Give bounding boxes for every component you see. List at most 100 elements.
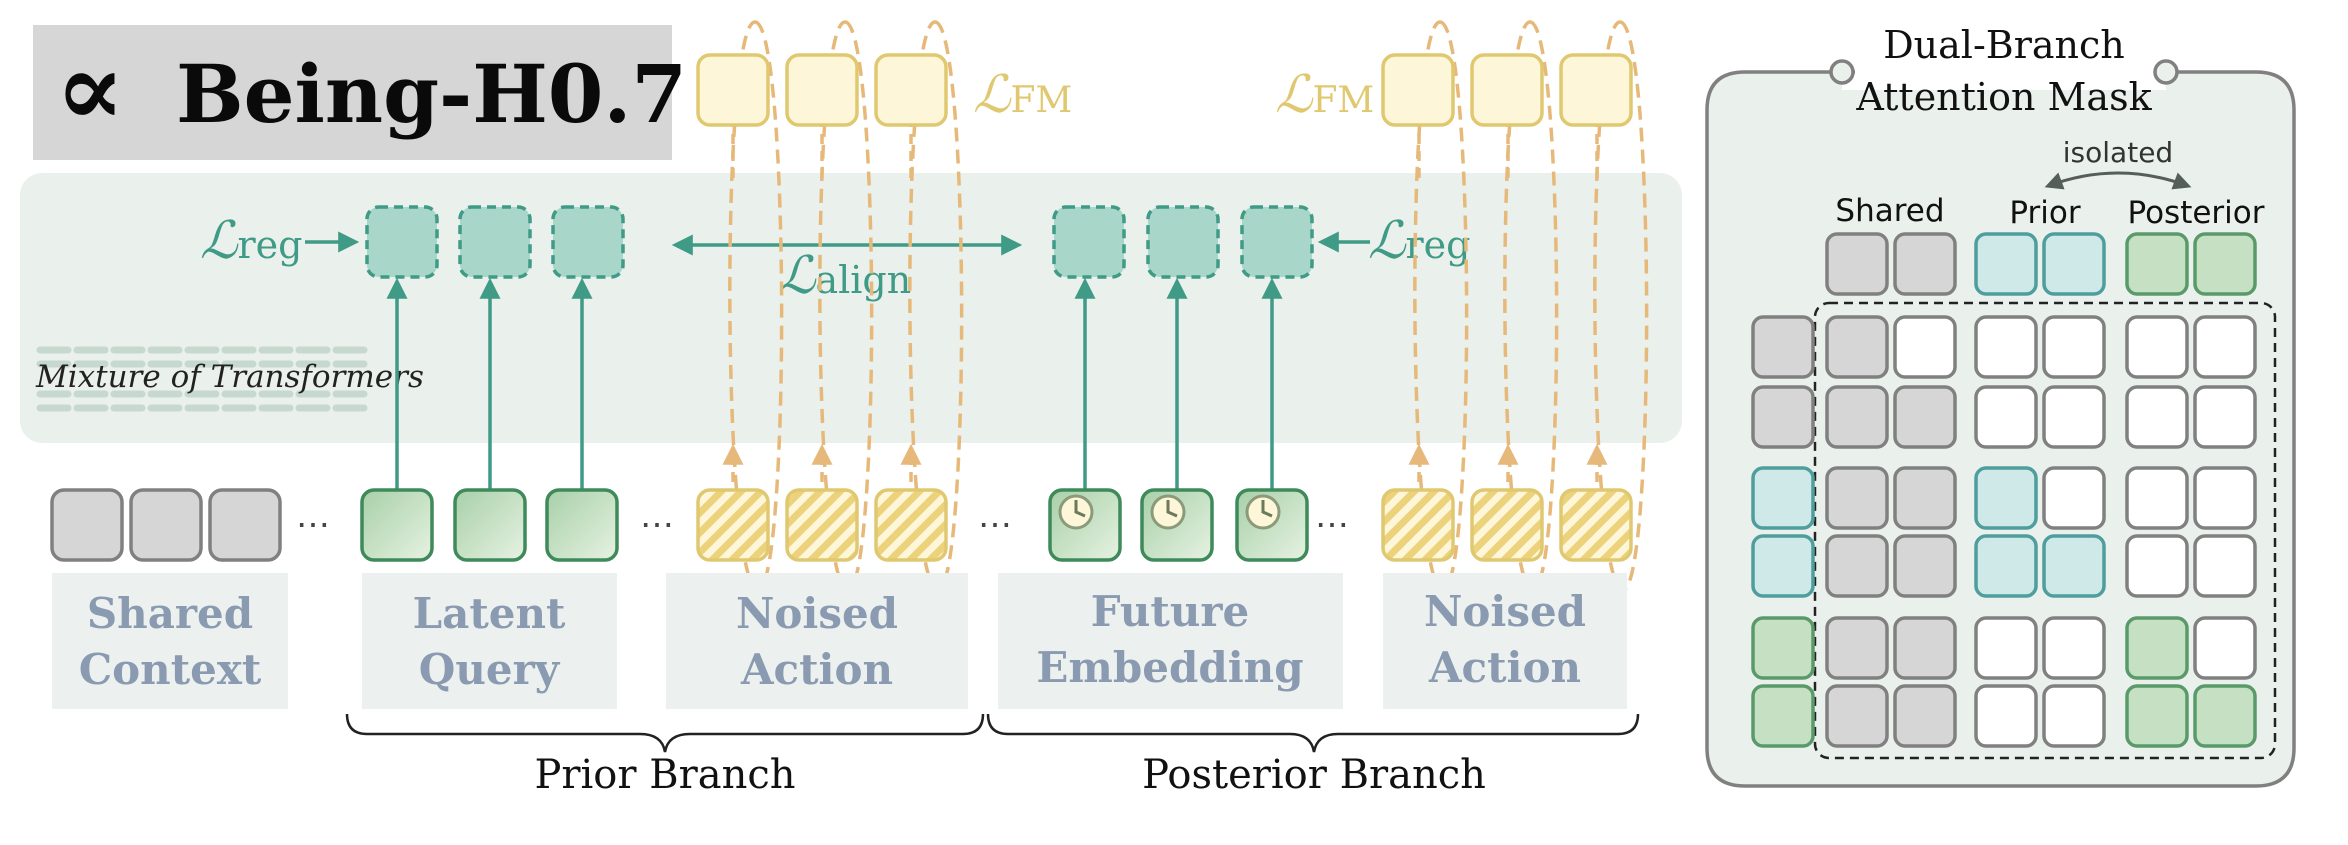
shared-token xyxy=(208,488,282,562)
mask-cell xyxy=(1825,385,1889,449)
mask-row-header-cell xyxy=(1751,385,1815,449)
fm-output-token xyxy=(1470,53,1544,127)
label-noised-right-1: Noised xyxy=(1424,587,1586,636)
mask-cell xyxy=(2042,466,2106,530)
mask-column-header-cell xyxy=(2125,232,2189,296)
logo-box xyxy=(33,25,672,160)
mask-cell xyxy=(1825,315,1889,379)
mask-cells xyxy=(1751,232,2257,748)
latent-token xyxy=(453,488,527,562)
future-token xyxy=(1048,488,1122,562)
noised-token xyxy=(785,488,859,562)
fm-output-token xyxy=(696,53,770,127)
isolated-label: isolated xyxy=(2063,136,2173,169)
future-output-token xyxy=(1146,205,1220,279)
mask-cell xyxy=(1974,385,2038,449)
mask-cell xyxy=(2042,534,2106,598)
latent-token xyxy=(360,488,434,562)
group-labels: Shared Context Latent Query Noised Actio… xyxy=(79,587,1586,694)
latent-output-token xyxy=(365,205,439,279)
mask-cell xyxy=(1974,466,2038,530)
mask-cell xyxy=(1825,534,1889,598)
svg-text:⋯: ⋯ xyxy=(978,505,1012,545)
mask-panel-pin-right xyxy=(2153,59,2179,85)
mask-panel-pin-left xyxy=(1829,59,1855,85)
loss-align: ℒalign xyxy=(778,246,911,306)
mask-row-header-cell xyxy=(1751,315,1815,379)
noised-token xyxy=(696,488,770,562)
mask-cell xyxy=(1893,534,1957,598)
mask-cell xyxy=(2042,616,2106,680)
fm-dashed-arrows xyxy=(722,126,1608,482)
label-noised-left-2: Action xyxy=(740,645,893,694)
mask-cell xyxy=(2125,616,2189,680)
label-latent-1: Latent xyxy=(413,589,566,638)
label-noised-left-1: Noised xyxy=(736,589,898,638)
shared-token xyxy=(50,488,124,562)
solid-arrows xyxy=(386,277,1283,490)
isolated-arrow xyxy=(2044,171,2192,190)
header-posterior: Posterior xyxy=(2127,195,2264,231)
future-embedding-tokens xyxy=(1048,488,1309,562)
mot-backbone-panel xyxy=(20,173,1682,443)
mask-cell xyxy=(1893,315,1957,379)
mask-column-header-cell xyxy=(2193,232,2257,296)
mask-cell xyxy=(2193,616,2257,680)
mask-column-header-cell xyxy=(1825,232,1889,296)
noised-token xyxy=(1559,488,1633,562)
future-output-tokens xyxy=(1052,205,1314,279)
mask-cell xyxy=(2193,684,2257,748)
logo-symbol: ∝ xyxy=(55,27,125,150)
fm-output-token xyxy=(1559,53,1633,127)
fm-output-token xyxy=(785,53,859,127)
fm-output-token xyxy=(874,53,948,127)
shared-token xyxy=(129,488,203,562)
header-shared: Shared xyxy=(1835,193,1944,229)
mask-column-header-cell xyxy=(1974,232,2038,296)
fm-output-tokens xyxy=(696,53,1633,127)
mask-title-2: Attention Mask xyxy=(1855,75,2152,119)
mask-cell xyxy=(1825,684,1889,748)
mask-cell xyxy=(1825,616,1889,680)
mask-row-header-cell xyxy=(1751,616,1815,680)
label-noised-right-2: Action xyxy=(1428,643,1581,692)
mask-title-1: Dual-Branch xyxy=(1883,23,2125,67)
logo-text: Being-H0.7 xyxy=(176,47,687,141)
backbone-label: Mixture of Transformers xyxy=(35,359,424,395)
latent-output-token xyxy=(458,205,532,279)
label-future-1: Future xyxy=(1091,587,1249,636)
mask-cell xyxy=(2125,534,2189,598)
mask-cell xyxy=(2125,385,2189,449)
loss-fm-right: ℒFM xyxy=(1275,65,1374,125)
mask-cell xyxy=(2193,534,2257,598)
noised-token xyxy=(874,488,948,562)
mask-cell xyxy=(1974,616,2038,680)
posterior-branch-label: Posterior Branch xyxy=(1142,752,1486,798)
branch-braces xyxy=(345,713,1640,753)
svg-text:⋯: ⋯ xyxy=(296,505,330,545)
mask-cell xyxy=(2125,315,2189,379)
header-prior: Prior xyxy=(2009,195,2080,231)
label-shared-1: Shared xyxy=(87,589,253,638)
mask-row-header-cell xyxy=(1751,684,1815,748)
mask-row-header-cell xyxy=(1751,466,1815,530)
noised-action-tokens-left xyxy=(696,488,948,562)
mask-cell xyxy=(1825,466,1889,530)
noised-token xyxy=(1470,488,1544,562)
future-output-token xyxy=(1240,205,1314,279)
mask-cell xyxy=(2193,466,2257,530)
loss-reg-right: ℒreg xyxy=(1368,211,1470,271)
loss-reg-left: ℒreg xyxy=(200,211,302,271)
future-token xyxy=(1140,488,1214,562)
mask-cell xyxy=(2042,315,2106,379)
noised-action-tokens-right xyxy=(1381,488,1633,562)
mask-row-header-cell xyxy=(1751,534,1815,598)
mask-cell xyxy=(1893,385,1957,449)
prior-branch-label: Prior Branch xyxy=(534,752,795,798)
mask-cell xyxy=(2193,385,2257,449)
svg-text:⋯: ⋯ xyxy=(640,505,674,545)
latent-output-token xyxy=(551,205,625,279)
shared-context-tokens xyxy=(50,488,282,562)
